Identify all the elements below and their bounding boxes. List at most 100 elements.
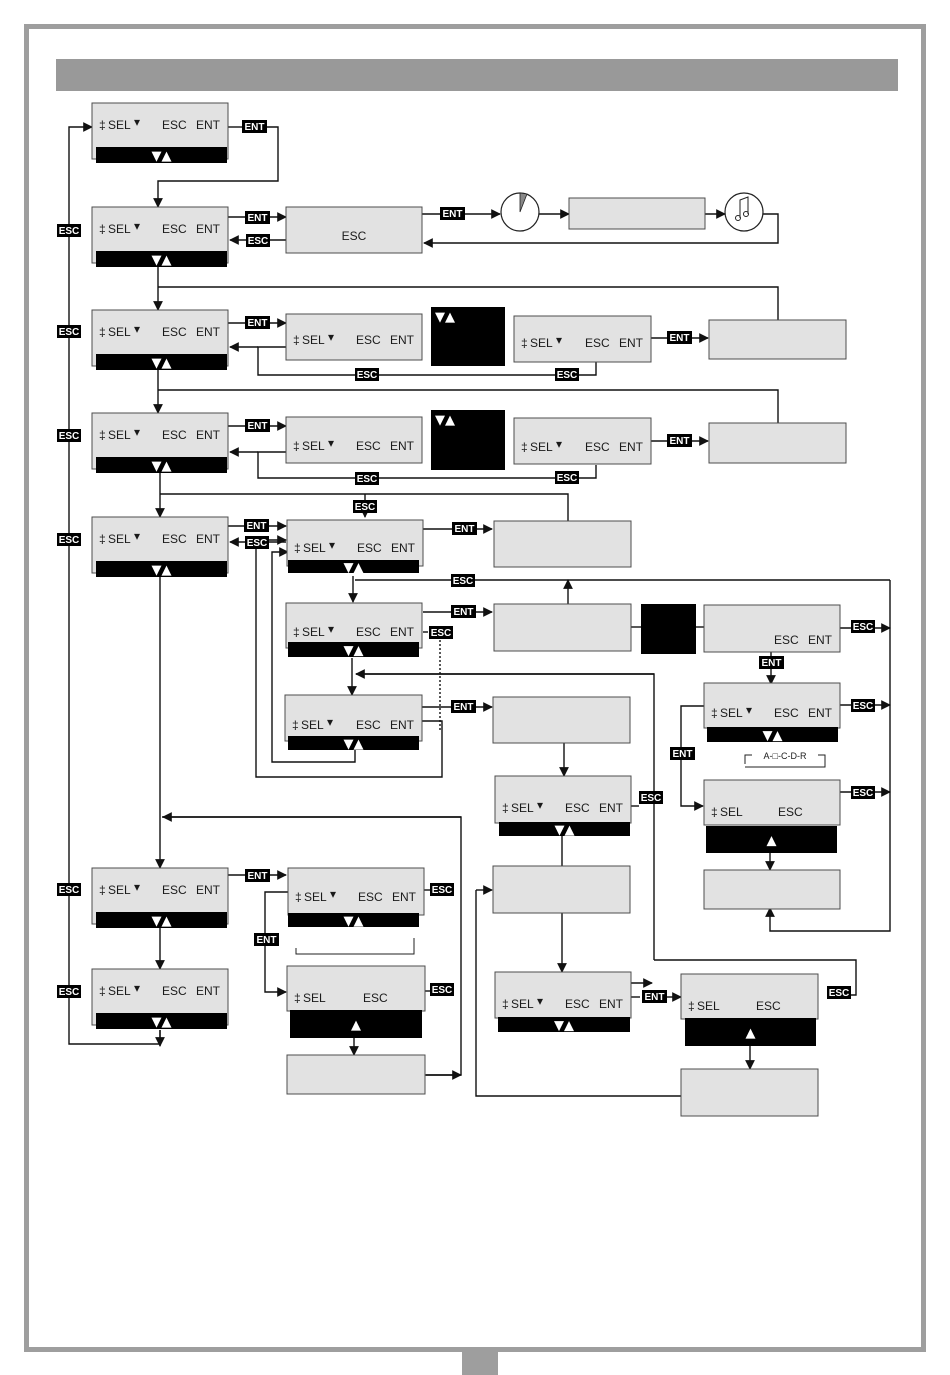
ent-tag-label: ENT — [257, 935, 277, 946]
flow-connector — [423, 213, 779, 248]
page-number-tab — [462, 1347, 498, 1375]
tag-bg — [57, 985, 81, 998]
lcd-screen-33[interactable] — [680, 1068, 819, 1117]
lcd-screen-21[interactable] — [493, 603, 632, 652]
lcd-black-bar — [290, 1010, 422, 1038]
lcd-screen-28[interactable] — [703, 869, 841, 910]
updown-triangle-icon: ▼▲ — [344, 644, 364, 659]
lcd-black-bar — [707, 727, 838, 742]
updown-arrows-icon: ‡ — [99, 222, 106, 236]
sel-label: SEL — [511, 997, 534, 1011]
esc-tag-label: ESC — [59, 885, 80, 896]
flow-connector — [160, 493, 569, 521]
esc-label: ESC — [774, 633, 799, 647]
screen-body — [286, 519, 424, 567]
esc-label: ESC — [358, 890, 383, 904]
screen-body — [513, 417, 652, 465]
esc-tag-label: ESC — [357, 474, 378, 485]
ent-tag-label: ENT — [248, 213, 268, 224]
lcd-black-bar — [706, 826, 837, 853]
esc-key-tag: ESC — [57, 224, 81, 237]
tag-bg — [451, 700, 476, 713]
tag-bg — [759, 656, 784, 669]
updown-triangle-icon: ▼▲ — [344, 561, 364, 576]
lcd-screen-9[interactable] — [568, 197, 706, 230]
screen-body — [493, 603, 632, 652]
screen-body — [494, 971, 632, 1019]
sel-down-icon: ▾ — [556, 437, 562, 451]
screen-body — [286, 1054, 426, 1095]
lcd-black-bar — [288, 642, 419, 657]
tag-bg — [667, 434, 692, 447]
screen-body — [680, 1068, 819, 1117]
ent-tag-label: ENT — [645, 992, 665, 1003]
esc-tag-label: ESC — [557, 473, 578, 484]
esc-key-tag: ESC — [353, 500, 377, 513]
lcd-screen-30[interactable] — [492, 865, 631, 914]
sel-label: SEL — [303, 991, 326, 1005]
tag-bg — [57, 224, 81, 237]
updown-arrows-icon: ‡ — [295, 890, 302, 904]
esc-label: ESC — [162, 118, 187, 132]
esc-label: ESC — [363, 991, 388, 1005]
lcd-screen-36[interactable] — [286, 1054, 426, 1095]
esc-tag-label: ESC — [853, 788, 874, 799]
lcd-screen-13[interactable] — [708, 319, 847, 360]
updown-arrows-icon: ‡ — [521, 336, 528, 350]
up-triangle-icon: ▲ — [767, 834, 777, 849]
tag-bg — [57, 325, 81, 338]
screen-body — [493, 520, 632, 568]
lcd-screen-19[interactable] — [493, 520, 632, 568]
esc-key-tag: ESC — [555, 368, 579, 381]
esc-label: ESC — [565, 997, 590, 1011]
esc-tag-label: ESC — [247, 538, 268, 549]
ent-label: ENT — [390, 333, 415, 347]
black-panel-body — [641, 604, 696, 654]
screen-body — [285, 313, 423, 361]
esc-label: ESC — [342, 229, 367, 243]
esc-key-tag: ESC — [429, 626, 453, 639]
flow-connector — [271, 547, 356, 763]
esc-label: ESC — [356, 625, 381, 639]
range-bracket — [295, 938, 415, 955]
ent-key-tag: ENT — [451, 700, 476, 713]
screen-body — [492, 696, 631, 744]
lcd-screen-17[interactable] — [708, 422, 847, 464]
ent-key-tag: ENT — [670, 747, 695, 760]
screen-body — [703, 604, 841, 653]
flow-connector — [765, 580, 891, 932]
ent-key-tag: ENT — [642, 990, 667, 1003]
ent-label: ENT — [390, 625, 415, 639]
lcd-screen-8[interactable]: ESC — [285, 206, 423, 254]
esc-key-tag: ESC — [851, 786, 875, 799]
flow-connector — [257, 346, 597, 376]
ent-label: ENT — [196, 532, 221, 546]
ent-label: ENT — [196, 883, 221, 897]
lcd-black-bar — [96, 561, 227, 577]
sel-down-icon: ▾ — [537, 798, 543, 812]
sel-label: SEL — [108, 532, 131, 546]
lcd-screen-25[interactable] — [492, 696, 631, 744]
